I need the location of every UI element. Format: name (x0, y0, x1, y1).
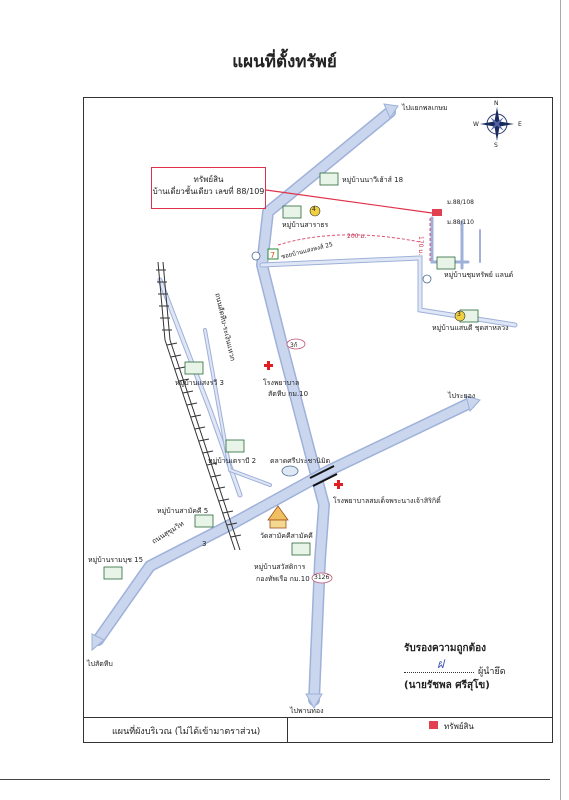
railway (156, 261, 242, 551)
marker-3-icon (454, 310, 466, 322)
distance-200: 200 ม. (347, 233, 367, 240)
route-shield-icon (286, 338, 306, 350)
hospital-icon-2 (334, 480, 343, 489)
place-hospital-sattahip: โรงพยาบาล (263, 379, 300, 387)
hospital-icon (264, 361, 273, 370)
route-shield-3126-icon (311, 572, 333, 584)
property-marker (432, 209, 442, 216)
callout-line2: บ้านเดี่ยวชั้นเดียว เลขที่ 88/109 (152, 187, 265, 196)
store-icon: 7 (267, 248, 279, 260)
place-samakkee: หมู่บ้านสามัคคี 5 (157, 507, 209, 515)
place-navy-welfare-km: กองทัพเรือ กม.10 (256, 575, 310, 583)
property-callout: ทรัพย์สิน บ้านเดี่ยวชั้นเดียว เลขที่ 88/… (151, 167, 266, 209)
market-icon (281, 465, 299, 477)
marker-3-label: 3 (457, 311, 461, 318)
compass-e: E (518, 121, 522, 128)
place-hospital-sattahip-km: สัตหีบ กม.10 (268, 390, 309, 398)
footer-separator (287, 717, 288, 743)
scan-bottom-line (0, 779, 550, 780)
place-saengrawee: หมู่บ้านแสงรวี 3 (175, 379, 224, 387)
road-secondary (157, 216, 518, 498)
place-terabee: หมู่บ้านเตราบี 2 (208, 457, 257, 465)
circle-marker-icon (251, 251, 432, 284)
dest-bottom: ไปพานทอง (290, 707, 324, 715)
marker-4-icon (309, 205, 321, 217)
distance-170: 170 ม. (417, 236, 424, 256)
route-soi-dashed (277, 218, 431, 262)
place-navy-welfare: หมู่บ้านสวัสดิการ (254, 563, 306, 571)
certification-role: ผู้นำยึด (478, 667, 506, 677)
plot-label-108: ม.88/108 (447, 199, 474, 206)
road-sukhumvit (92, 397, 476, 646)
place-sarathorn: หมู่บ้านสาราธร (282, 221, 329, 229)
road-main-arrow-bottom (305, 693, 323, 710)
road-label-sukhumvit-num: 3 (202, 540, 207, 548)
place-saendee: หมู่บ้านแสนดี ชุดสาหลวง (432, 324, 509, 332)
compass-rose-icon (480, 107, 514, 141)
dest-left: ไปสัตหีบ (87, 660, 113, 668)
compass-w: W (473, 121, 479, 128)
temple-icon (267, 505, 289, 529)
svg-text:7: 7 (270, 251, 275, 260)
place-navy-house: หมู่บ้านนาวีเฮ้าส์ 18 (342, 176, 404, 184)
footer-caption: แผนที่ผังบริเวณ (ไม่ได้เข้ามาตราส่วน) (112, 727, 261, 737)
page-title: แผนที่ตั้งทรัพย์ (232, 52, 337, 72)
plot-label-110: ม.88/110 (447, 219, 474, 226)
map-frame (83, 97, 553, 743)
dest-right: ไประยอง (448, 392, 476, 400)
road-sukhumvit-arrow-left (91, 633, 105, 652)
certification-name: (นายรัชพล ศรีสุโข) (404, 680, 490, 691)
place-chumsap-land: หมู่บ้านชุมทรัพย์ แลนด์ (444, 271, 514, 279)
callout-leader-line (265, 189, 433, 214)
place-hospital-sirikit: โรงพยาบาลสมเด็จพระนางเจ้าสิริกิติ์ (333, 497, 441, 505)
bridge-mark (309, 465, 338, 487)
place-market: ตลาดศรีประชานิมิต (270, 457, 331, 465)
road-label-3126: 3126 (314, 574, 330, 581)
road-main-arrow-top (383, 103, 399, 120)
signature-mark-icon: ฝ (437, 657, 445, 671)
road-sukhumvit-arrow-right (465, 395, 481, 413)
legend-label: ทรัพย์สิน (444, 722, 474, 731)
compass-n: N (494, 100, 499, 107)
legend-swatch (429, 721, 438, 729)
village-icons (103, 172, 479, 580)
signature-line (404, 672, 474, 673)
scan-edge (560, 0, 561, 800)
callout-line1: ทรัพย์สิน (193, 175, 224, 184)
dest-top: ไปแยกพลเกษม (402, 104, 448, 112)
place-rambush: หมู่บ้านรามบุช 15 (88, 556, 144, 564)
compass-s: S (494, 142, 498, 149)
road-main (256, 106, 396, 706)
place-temple: วัดสามัคคีสามัคคี (260, 532, 313, 540)
certification-title: รับรองความถูกต้อง (404, 643, 486, 654)
footer-divider (83, 717, 553, 718)
marker-4-label: 4 (312, 206, 316, 213)
road-label-main-km: 3ก้ (290, 342, 298, 349)
